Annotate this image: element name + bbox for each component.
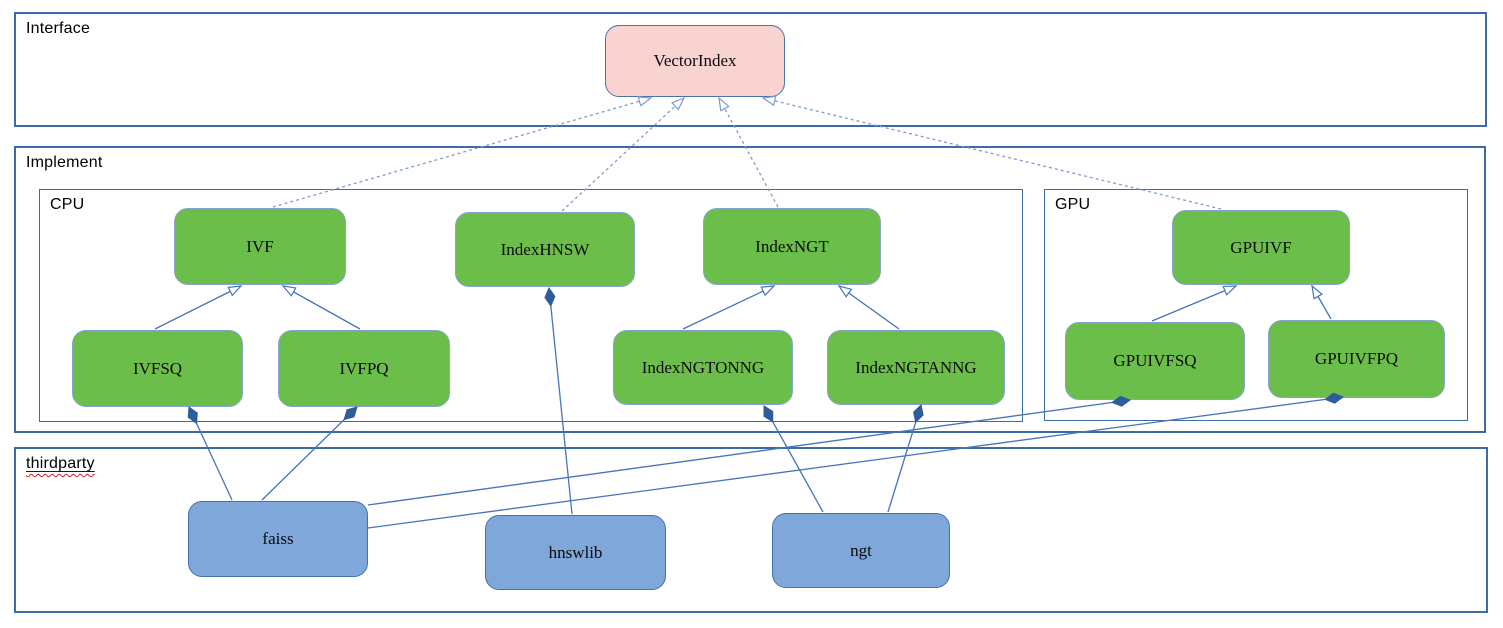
node-indexngt: IndexNGT: [703, 208, 881, 285]
node-gpuivfpq: GPUIVFPQ: [1268, 320, 1445, 398]
node-hnswlib: hnswlib: [485, 515, 666, 590]
node-faiss: faiss: [188, 501, 368, 577]
section-cpu-label: CPU: [50, 196, 85, 213]
node-ivfsq: IVFSQ: [72, 330, 243, 407]
node-gpuivf: GPUIVF: [1172, 210, 1350, 285]
node-ivfpq: IVFPQ: [278, 330, 450, 407]
node-gpuivfsq: GPUIVFSQ: [1065, 322, 1245, 400]
node-indexngtanng: IndexNGTANNG: [827, 330, 1005, 405]
node-indexhnsw: IndexHNSW: [455, 212, 635, 287]
node-ngt: ngt: [772, 513, 950, 588]
node-ivf: IVF: [174, 208, 346, 285]
section-interface-label: Interface: [26, 20, 91, 37]
section-implement-label: Implement: [26, 154, 103, 171]
section-gpu-label: GPU: [1055, 196, 1091, 213]
node-indexngtonng: IndexNGTONNG: [613, 330, 793, 405]
node-vectorindex: VectorIndex: [605, 25, 785, 97]
section-thirdparty-label: thirdparty: [26, 455, 95, 472]
